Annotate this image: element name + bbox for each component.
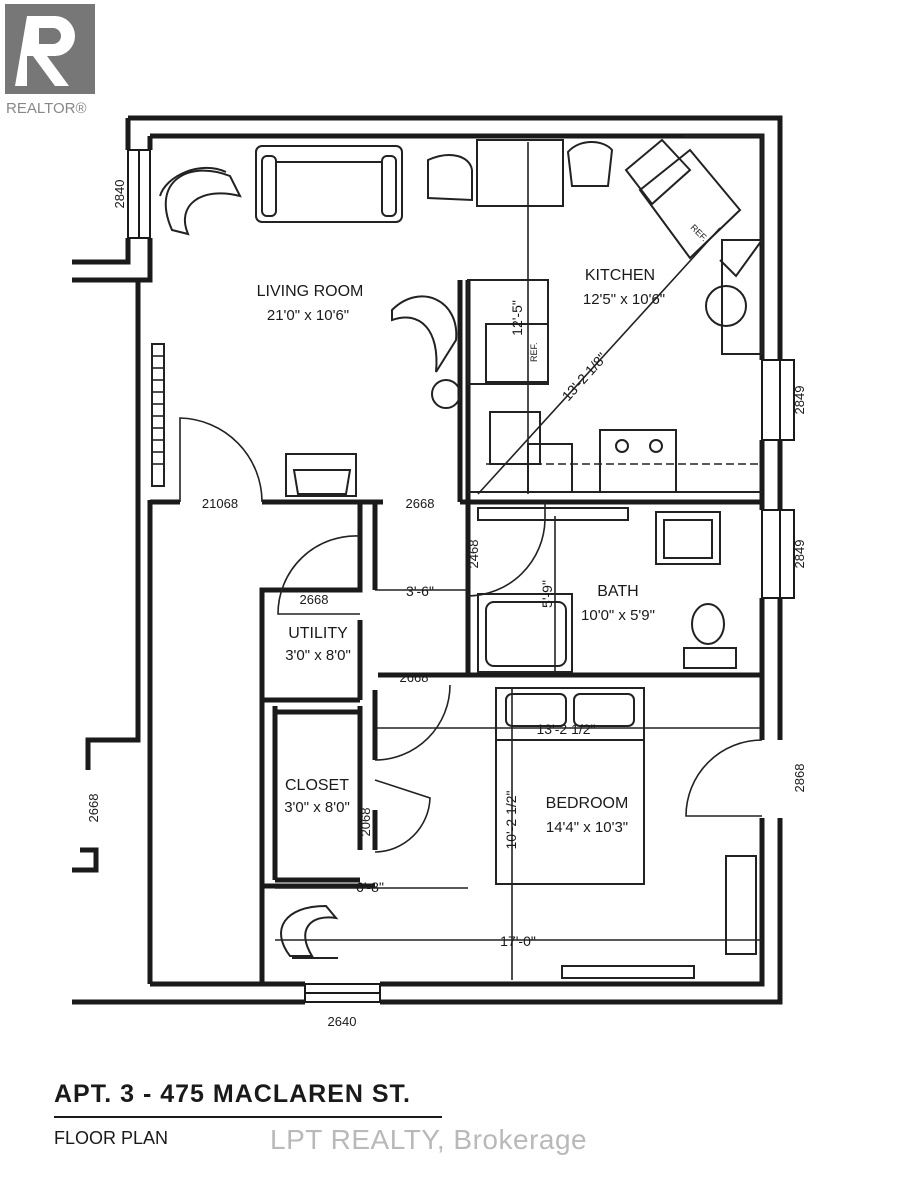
code-door-utility: 2668	[300, 592, 329, 607]
outer-walls	[72, 115, 783, 1005]
code-window-bottom: 2640	[328, 1014, 357, 1029]
counter-fridge-label: REF.	[529, 342, 539, 362]
window-bath	[761, 509, 795, 599]
dimension-lines	[275, 142, 762, 980]
dim-bedroom-horizontal: 13'-2 1/2"	[536, 721, 595, 737]
window-bottom	[304, 983, 381, 1003]
interior-walls	[150, 280, 765, 985]
realtor-logo-text: REALTOR®	[6, 100, 87, 117]
brokerage-watermark: LPT REALTY, Brokerage	[270, 1124, 588, 1155]
dim-bath-vertical: 5'-9"	[539, 580, 555, 608]
room-kitchen-size: 12'5" x 10'6"	[583, 291, 665, 308]
refrigerator-icon	[624, 135, 763, 355]
sofa-icon	[255, 145, 403, 223]
code-door-left: 2668	[86, 794, 101, 823]
room-living-name: LIVING ROOM	[257, 283, 364, 300]
room-bedroom-size: 14'4" x 10'3"	[546, 819, 628, 836]
fridge-label: REF.	[689, 222, 710, 243]
room-bedroom-name: BEDROOM	[546, 795, 629, 812]
code-window-kitchen: 2849	[792, 386, 807, 415]
code-window-bedroom: 2868	[792, 764, 807, 793]
radiator-left	[151, 343, 165, 487]
code-door-hall: 2668	[406, 496, 435, 511]
room-utility-size: 3'0" x 8'0"	[285, 647, 351, 664]
dim-kitchen-vertical: 12'-5"	[509, 300, 525, 336]
dim-hall-width: 3'-6"	[406, 583, 434, 599]
armchair-bedroom-icon	[280, 904, 339, 959]
plan-subtitle: FLOOR PLAN	[54, 1128, 169, 1148]
radiator-bedroom	[561, 965, 695, 979]
door-swings	[179, 417, 763, 853]
window-kitchen	[761, 359, 795, 441]
dim-closet-horizontal: 6'-8"	[356, 879, 384, 895]
armchair-icon	[159, 166, 242, 236]
kitchen-table-icon	[476, 139, 614, 207]
realtor-logo-mark	[5, 4, 95, 94]
armchair-icon-2	[391, 295, 461, 409]
room-living-size: 21'0" x 10'6"	[267, 307, 349, 324]
code-window-bath: 2849	[792, 540, 807, 569]
room-kitchen-name: KITCHEN	[585, 267, 655, 284]
chair-icon	[285, 453, 357, 497]
room-utility-name: UTILITY	[288, 625, 348, 642]
room-closet-size: 3'0" x 8'0"	[284, 799, 350, 816]
code-window-left-top: 2840	[112, 180, 127, 209]
dim-bedroom-full: 17'-0"	[500, 933, 536, 949]
window-left-top	[127, 149, 151, 239]
toilet-icon	[683, 603, 737, 669]
plan-title: APT. 3 - 475 MACLAREN ST.	[54, 1080, 412, 1108]
bed-icon	[495, 687, 645, 885]
sink-icon	[655, 511, 721, 565]
room-closet-name: CLOSET	[285, 777, 349, 794]
code-door-living: 21068	[202, 496, 238, 511]
code-door-closet: 2068	[358, 808, 373, 837]
code-door-bedroom: 2668	[400, 670, 429, 685]
realtor-logo: REALTOR®	[2, 2, 102, 122]
room-bath-name: BATH	[597, 583, 638, 600]
room-bath-size: 10'0" x 5'9"	[581, 607, 655, 624]
code-door-bath: 2468	[466, 540, 481, 569]
dim-bedroom-vertical: 10'-2 1/2"	[503, 790, 519, 849]
title-underline	[54, 1116, 442, 1118]
dim-kitchen-diagonal: 13'-2 1/8"	[559, 349, 610, 404]
radiator-bath	[477, 507, 629, 521]
dresser-icon	[725, 855, 757, 955]
chair-icon-3	[427, 154, 473, 202]
bathtub-icon	[477, 593, 573, 673]
